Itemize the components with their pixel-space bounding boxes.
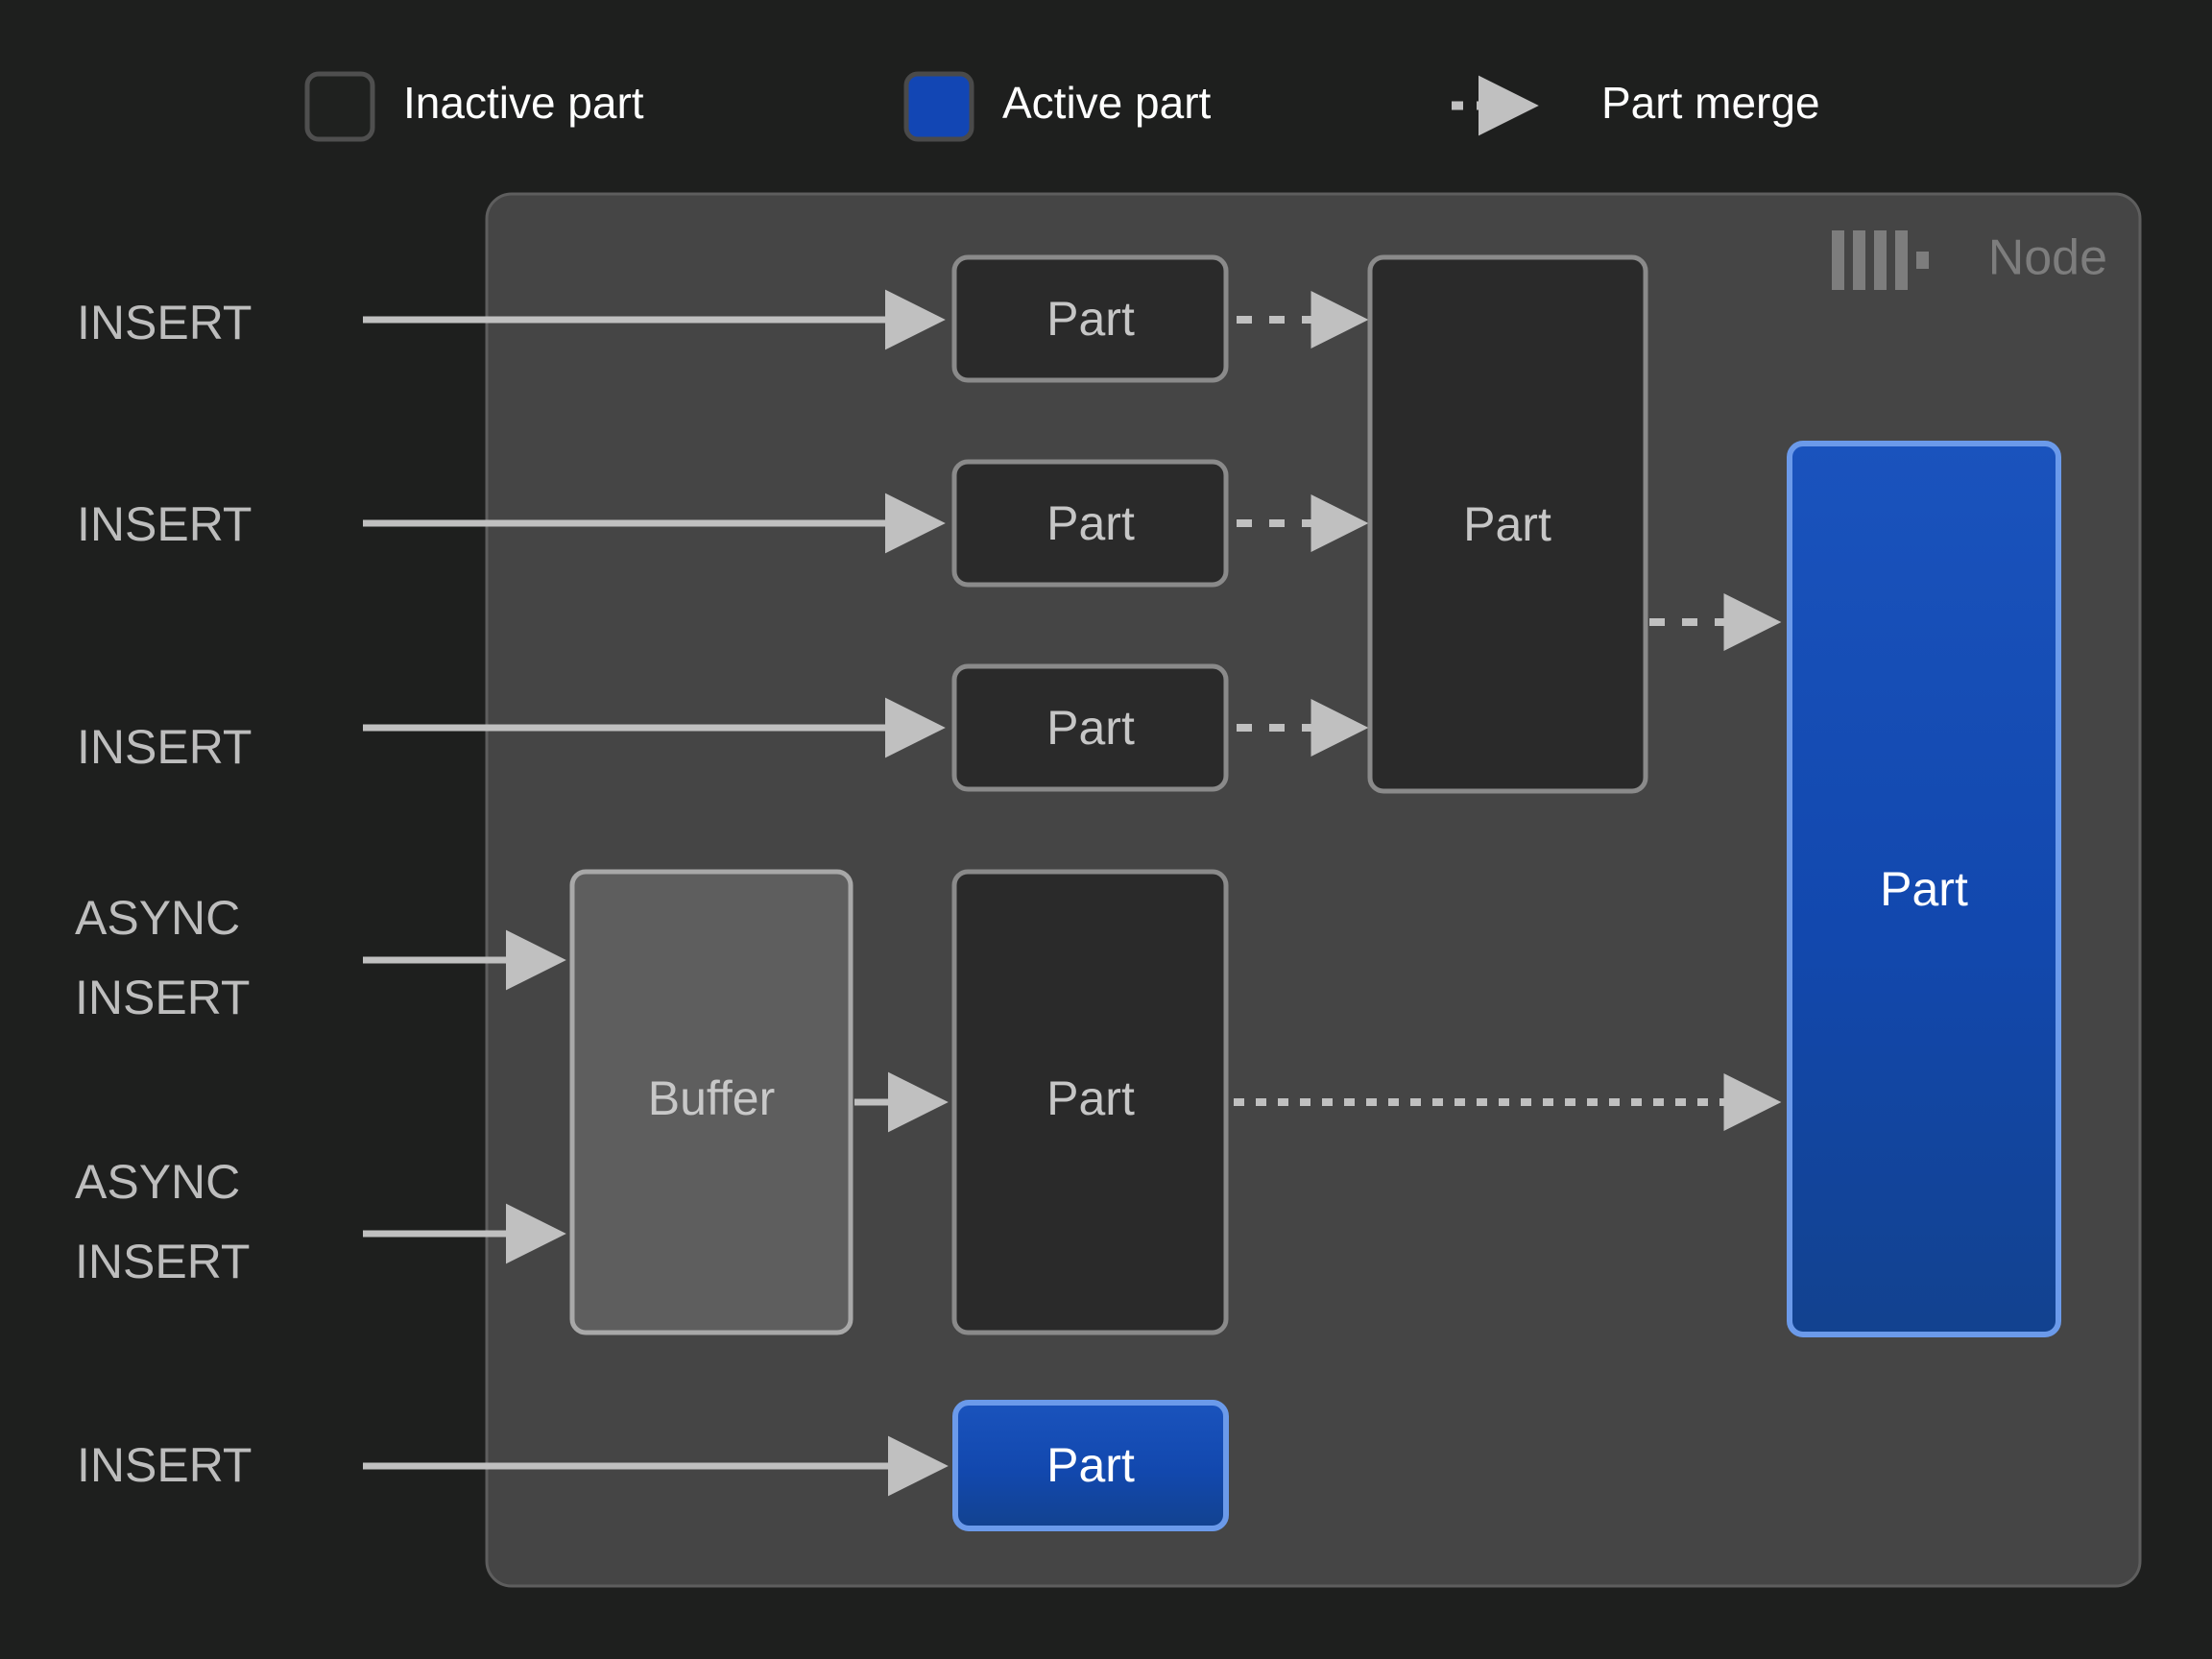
part-box-2[interactable]: Part (951, 459, 1229, 588)
inactive-part-swatch (304, 71, 375, 142)
part-box-1[interactable]: Part (951, 254, 1229, 383)
legend-label-inactive-part: Inactive part (403, 78, 644, 128)
flow-label-insert-2: INSERT (77, 497, 252, 551)
part-box-2-rect[interactable] (951, 459, 1229, 588)
merged-part-box-rect[interactable] (1367, 254, 1648, 794)
legend-item-inactive-part: Inactive part (304, 71, 644, 142)
flow-label-async-insert-1-line2: INSERT (75, 971, 250, 1024)
buffer-box-label: Buffer (648, 1071, 776, 1125)
part-box-3-label: Part (1046, 701, 1135, 755)
active-part-box-small[interactable]: Part (952, 1400, 1229, 1531)
flow-label-insert-1: INSERT (77, 296, 252, 349)
buffer-part-box[interactable]: Part (951, 869, 1229, 1335)
legend-label-part-merge: Part merge (1601, 78, 1820, 128)
active-part-box-large-label: Part (1880, 862, 1968, 916)
active-part-swatch (903, 71, 974, 142)
buffer-box-rect[interactable] (569, 869, 854, 1335)
merged-part-box-label: Part (1463, 497, 1551, 551)
legend: Inactive part Active part Part merge (304, 71, 1820, 142)
flow-label-async-insert-2-line1: ASYNC (75, 1155, 240, 1209)
buffer-part-box-rect[interactable] (951, 869, 1229, 1335)
input-arrows (363, 289, 949, 1497)
active-part-box-large[interactable]: Part (1787, 441, 2061, 1337)
active-part-box-small-label: Part (1046, 1438, 1135, 1492)
legend-label-active-part: Active part (1002, 78, 1212, 128)
flow-label-async-insert-2: ASYNC INSERT (75, 1155, 250, 1288)
part-box-2-label: Part (1046, 496, 1135, 550)
node-panel-title: Node (1988, 230, 2107, 286)
legend-item-active-part: Active part (903, 71, 1212, 142)
part-box-3-rect[interactable] (951, 663, 1229, 792)
flow-labels: INSERT INSERT INSERT ASYNC INSERT ASYNC … (75, 296, 252, 1492)
part-box-1-label: Part (1046, 292, 1135, 346)
clickhouse-logo-icon (1832, 230, 1929, 290)
flow-label-async-insert-1-line1: ASYNC (75, 891, 240, 945)
legend-item-part-merge: Part merge (1452, 75, 1820, 136)
part-box-1-rect[interactable] (951, 254, 1229, 383)
part-box-3[interactable]: Part (951, 663, 1229, 792)
flow-label-insert-3: INSERT (77, 720, 252, 774)
active-part-box-small-rect[interactable] (952, 1400, 1229, 1531)
buffer-box[interactable]: Buffer (569, 869, 854, 1335)
merge-arrows (1234, 291, 1782, 1131)
flow-label-async-insert-2-line2: INSERT (75, 1235, 250, 1288)
active-part-box-large-rect[interactable] (1787, 441, 2061, 1337)
flow-label-insert-4: INSERT (77, 1438, 252, 1492)
merged-part-box[interactable]: Part (1367, 254, 1648, 794)
buffer-part-box-label: Part (1046, 1071, 1135, 1125)
flow-label-async-insert-1: ASYNC INSERT (75, 891, 250, 1024)
